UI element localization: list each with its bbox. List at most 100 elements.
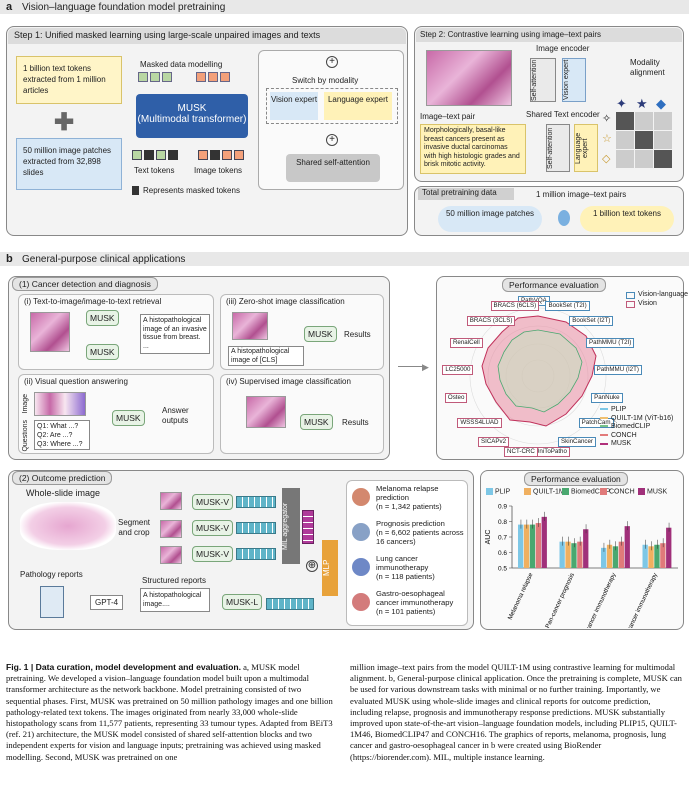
musk-sub: (Multimodal transformer) (137, 114, 247, 125)
zeroshot-text: A histopathological image of [CLS] (228, 346, 304, 366)
diamond-icon: ◆ (656, 96, 666, 111)
total-pairs: 1 million image–text pairs (536, 190, 627, 199)
task-name: Lung cancer immunotherapy (376, 554, 429, 572)
retrieval-image (30, 312, 70, 352)
musk-retrieval-1: MUSK (86, 310, 119, 326)
segment-label: Segment and crop (117, 518, 151, 537)
zeroshot-title: (iii) Zero-shot image classification (226, 297, 345, 306)
legend-label: PLIP (611, 406, 627, 413)
outcome-title: (2) Outcome prediction (12, 471, 113, 485)
bar (666, 527, 672, 568)
task-n: (n = 118 patients) (376, 572, 435, 581)
cancer-title: (1) Cancer detection and diagnosis (12, 277, 158, 291)
q3: Q3: Where ...? (37, 441, 83, 448)
task-name: Prognosis prediction (376, 519, 445, 528)
radar-axis-label: PathMMU (T2I) (586, 338, 635, 349)
radar-legend-item: PLIP (600, 406, 673, 415)
task-icon (352, 523, 370, 541)
task-n: (n = 6,602 patients across 16 cancers) (376, 528, 464, 546)
self-attention-2: Self-attention (546, 124, 570, 172)
outline-star-icon: ✧ (602, 113, 612, 125)
self-attention-1: Self-attention (530, 58, 556, 102)
outline-star-icon-2: ☆ (602, 133, 612, 145)
radar-axis-label: NCT-CRC (504, 446, 538, 457)
vqa-image-label: Image (22, 394, 29, 414)
task-n: (n = 101 patients) (376, 607, 436, 616)
musk-name: MUSK (177, 103, 207, 114)
pair-overlap-icon (558, 210, 570, 226)
bar (642, 544, 648, 568)
bar-legend-label: QUILT-1M (533, 488, 565, 496)
radar-axis-label: LC25000 (442, 364, 474, 375)
bar-legend-swatch (600, 488, 607, 495)
y-axis-label: AUC (485, 530, 492, 545)
radar-legend-item: CONCH (600, 432, 673, 441)
gpt4-box: GPT-4 (90, 595, 124, 610)
bar-title: Performance evaluation (524, 472, 628, 486)
outline-diamond-icon: ◇ (602, 153, 611, 165)
report-feature (266, 598, 314, 610)
bar-legend-swatch (562, 488, 569, 495)
panel-b-label: b (6, 253, 13, 265)
bar-legend-item: PLIP (486, 488, 510, 495)
radar-axis-label: SkinCancer (558, 436, 596, 447)
output-tokens (138, 72, 230, 82)
y-tick-label: 0.5 (498, 566, 507, 573)
zeroshot-results: Results (344, 330, 371, 339)
legend-label: QUILT-1M (ViT-b16) (611, 414, 674, 422)
step2-header (416, 28, 682, 42)
add-node-mid: + (326, 134, 338, 146)
bar-legend-label: BiomedCLIP (571, 488, 611, 496)
panel-b-title: General-purpose clinical applications (22, 254, 186, 265)
y-tick-label: 0.7 (498, 535, 507, 542)
bar-legend-label: MUSK (647, 488, 668, 496)
plus-icon: ✚ (54, 109, 75, 136)
vqa-answer: Answer outputs (162, 406, 189, 425)
switch-label: Switch by modality (292, 76, 359, 85)
x-tick-label: Lung cancer immunotherapy (578, 571, 618, 628)
radar-axis-label: PathMMU (I2T) (593, 364, 642, 375)
radar-axis-label: BRACS (6CLS) (490, 301, 540, 312)
bar (624, 526, 630, 568)
musk-transformer: MUSK (Multimodal transformer) (136, 94, 248, 138)
vqa-image (34, 392, 86, 416)
task-name: Gastro-oesophageal cancer immunotherapy (376, 589, 454, 607)
step2-title: Step 2: Contrastive learning using image… (420, 30, 601, 39)
x-tick-label: Melanoma relapse (507, 571, 535, 621)
image-text-pair-label: Image–text pair (420, 112, 476, 121)
legend-v-swatch (626, 301, 635, 308)
legend-vl-swatch (626, 292, 635, 299)
retrieval-text: A histopathological image of an invasive… (140, 314, 210, 354)
radar-axis-label: BookSet (I2T) (569, 315, 614, 326)
caption-left-text: a, MUSK model pretraining. We developed … (6, 662, 333, 762)
bar (654, 544, 660, 568)
supervised-title: (iv) Supervised image classification (226, 377, 351, 386)
bar-legend-item: QUILT-1M (524, 488, 565, 495)
legend-swatch (600, 442, 608, 445)
bar-legend-item: BiomedCLIP (562, 488, 610, 495)
legend-label: MUSK (611, 440, 632, 448)
language-expert-1: Language expert (324, 92, 392, 120)
total-title: Total pretraining data (418, 188, 514, 200)
zeroshot-images (232, 312, 268, 340)
legend-swatch (600, 433, 608, 436)
bar (583, 529, 589, 568)
legend-swatch (600, 408, 608, 411)
x-tick-label: Pan-cancer prognosis (544, 572, 576, 628)
musk-vqa: MUSK (112, 410, 145, 426)
reports-label: Pathology reports (20, 570, 83, 579)
bar (606, 544, 613, 568)
crop-3 (160, 546, 182, 564)
structured-label: Structured reports (142, 576, 207, 585)
crop-2 (160, 520, 182, 538)
task-icon (352, 558, 370, 576)
image-encoder-label: Image encoder (536, 44, 590, 53)
feature-vector-3 (236, 548, 276, 560)
task-item: Prognosis prediction(n = 6,602 patients … (376, 519, 466, 546)
retrieval-title: (i) Text-to-image/image-to-text retrieva… (24, 297, 162, 306)
task-icon (352, 593, 370, 611)
legend-label: CONCH (611, 431, 637, 439)
image-tokens-label: Image tokens (194, 166, 243, 175)
bar-legend-swatch (486, 488, 493, 495)
